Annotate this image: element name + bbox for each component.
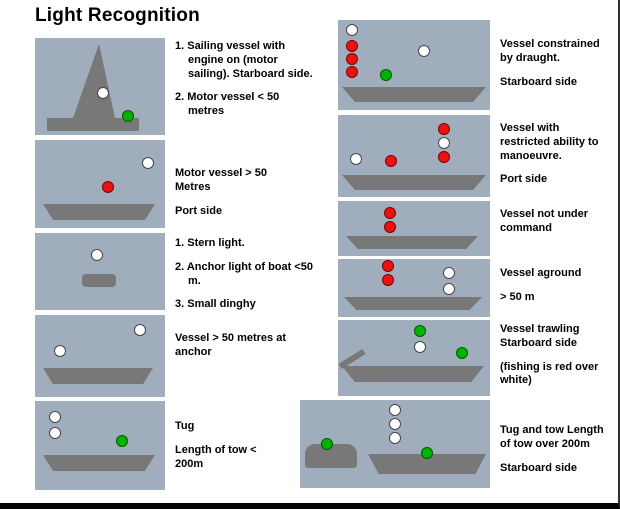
hull-shape (47, 118, 139, 131)
caption-text: 3. Small dinghy (175, 298, 256, 311)
white-light-icon (443, 267, 455, 279)
caption-text: 2. Motor vessel < 50 metres (175, 91, 280, 117)
white-light-icon (134, 324, 146, 336)
white-light-icon (389, 432, 401, 444)
green-light-icon (380, 69, 392, 81)
panel-motor-vessel-over-50 (35, 140, 165, 228)
caption-text: Starboard side (500, 461, 578, 474)
caption-motor-vessel-over-50: Motor vessel > 50 Metres Port side (175, 167, 303, 228)
bow-shape (338, 349, 366, 369)
caption-text: Port side (500, 173, 548, 186)
red-light-icon (384, 221, 396, 233)
hull-shape (342, 87, 486, 102)
hull-shape (43, 368, 153, 384)
hull-shape (342, 175, 486, 190)
green-light-icon (321, 438, 333, 450)
red-light-icon (438, 123, 450, 135)
caption-trawling: Vessel trawling Starboard side (fishing … (500, 323, 612, 398)
white-light-icon (346, 24, 358, 36)
caption-text: Motor vessel > 50 Metres (175, 167, 268, 193)
caption-text: Port side (175, 204, 223, 217)
caption-text: Tug (175, 420, 195, 432)
caption-stern-anchor-dinghy: 1. Stern light. 2. Anchor light of boat … (175, 237, 320, 322)
white-light-icon (443, 283, 455, 295)
caption-motor-sailing: 1. Sailing vessel with engine on (motor … (175, 40, 317, 129)
white-light-icon (97, 87, 109, 99)
green-light-icon (421, 447, 433, 459)
hull-shape (346, 236, 478, 249)
white-light-icon (91, 249, 103, 261)
caption-text: Vessel trawling Starboard side (500, 323, 580, 349)
caption-tug-short-tow: Tug Length of tow < 200m (175, 420, 280, 481)
caption-text: 1. Stern light. (175, 237, 245, 249)
panel-stern-anchor-dinghy (35, 233, 165, 310)
caption-text: 2. Anchor light of boat <50 m. (175, 260, 314, 287)
caption-aground: Vessel aground > 50 m (500, 267, 610, 315)
panel-trawling (338, 320, 490, 396)
caption-vessel-at-anchor: Vessel > 50 metres at anchor (175, 332, 303, 370)
caption-text: Tug and tow Length of tow over 200m (500, 424, 604, 450)
white-light-icon (49, 427, 61, 439)
white-light-icon (438, 137, 450, 149)
caption-text: Length of tow < 200m (175, 443, 257, 470)
green-light-icon (116, 435, 128, 447)
tow-hull-shape (368, 454, 486, 474)
caption-restricted-manoeuvre: Vessel with restricted ability to manoeu… (500, 122, 610, 197)
red-light-icon (346, 40, 358, 52)
panel-aground (338, 259, 490, 317)
white-light-icon (414, 341, 426, 353)
caption-constrained-by-draught: Vessel constrained by draught. Starboard… (500, 38, 612, 99)
green-light-icon (122, 110, 134, 122)
red-light-icon (102, 181, 114, 193)
white-light-icon (389, 404, 401, 416)
caption-not-under-command: Vessel not under command (500, 208, 610, 246)
panel-restricted-manoeuvre (338, 115, 490, 197)
caption-tug-and-tow-long: Tug and tow Length of tow over 200m Star… (500, 424, 605, 485)
red-light-icon (346, 66, 358, 78)
panel-vessel-at-anchor (35, 315, 165, 397)
red-light-icon (384, 207, 396, 219)
panel-tug-short-tow (35, 401, 165, 490)
hull-shape (344, 297, 482, 310)
red-light-icon (438, 151, 450, 163)
panel-not-under-command (338, 201, 490, 256)
red-light-icon (346, 53, 358, 65)
white-light-icon (418, 45, 430, 57)
white-light-icon (350, 153, 362, 165)
panel-constrained-by-draught (338, 20, 490, 110)
caption-text: Starboard side (500, 75, 578, 88)
red-light-icon (382, 260, 394, 272)
hull-shape (43, 455, 155, 471)
panel-tug-and-tow-long (300, 400, 490, 488)
hull-shape (43, 204, 155, 220)
page-title: Light Recognition (35, 5, 200, 26)
white-light-icon (142, 157, 154, 169)
sail-shape (73, 44, 115, 118)
green-light-icon (414, 325, 426, 337)
red-light-icon (385, 155, 397, 167)
white-light-icon (54, 345, 66, 357)
caption-text: Vessel constrained by draught. (500, 38, 600, 64)
caption-text: > 50 m (500, 290, 535, 303)
caption-text: Vessel > 50 metres at anchor (175, 332, 286, 358)
panel-motor-sailing (35, 38, 165, 135)
caption-text: Vessel aground (500, 267, 582, 279)
white-light-icon (389, 418, 401, 430)
caption-text: 1. Sailing vessel with engine on (motor … (175, 40, 313, 80)
caption-text: (fishing is red over white) (500, 360, 599, 387)
caption-text: Vessel not under command (500, 208, 589, 234)
caption-text: Vessel with restricted ability to manoeu… (500, 122, 599, 162)
white-light-icon (49, 411, 61, 423)
dinghy-shape (82, 274, 116, 287)
green-light-icon (456, 347, 468, 359)
red-light-icon (382, 274, 394, 286)
hull-shape (342, 366, 484, 382)
